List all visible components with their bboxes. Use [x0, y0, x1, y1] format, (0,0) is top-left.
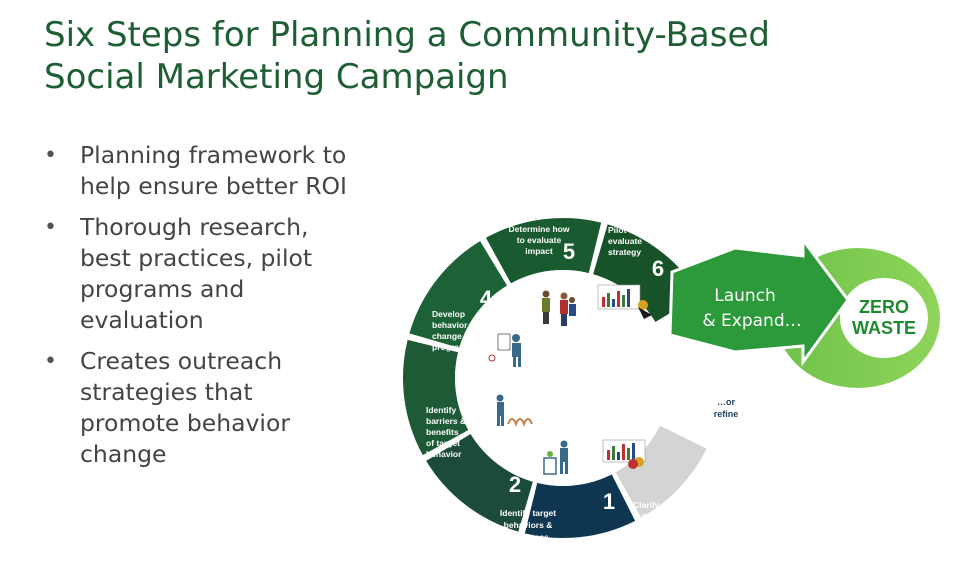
step-label-4: Develop — [432, 309, 465, 319]
step-label-5: to evaluate — [517, 235, 562, 245]
step-label-1: outcome(s) — [633, 511, 679, 521]
step-number-1: 1 — [603, 489, 615, 514]
bar-chart-icon — [597, 284, 652, 319]
refine-label: …or — [717, 397, 735, 407]
ring-center — [455, 270, 671, 486]
page-title: Six Steps for Planning a Community-Based… — [44, 14, 904, 98]
step-label-6: Pilot & — [608, 225, 635, 235]
step-label-5: impact — [525, 246, 553, 256]
bullet-dot: • — [44, 215, 57, 240]
bullet-line: promote behavior — [80, 409, 290, 437]
step-number-5: 5 — [563, 239, 575, 264]
zero-waste-label-line-2: WASTE — [852, 318, 916, 338]
step-label-3: of target — [426, 438, 460, 448]
bullet-dot: • — [44, 349, 57, 374]
step-label-6: evaluate — [608, 236, 642, 246]
bullet-line: help ensure better ROI — [80, 172, 347, 200]
bullet-item: • Thorough research, best practices, pil… — [42, 212, 402, 336]
bullet-line: best practices, pilot — [80, 244, 313, 272]
step-number-4: 4 — [480, 286, 493, 311]
refine-label: refine — [714, 409, 739, 419]
refine-segment — [615, 425, 707, 518]
step-label-4: change — [432, 331, 462, 341]
step-label-3: behavior — [426, 449, 462, 459]
step-segment-1 — [524, 474, 636, 538]
bullet-dot: • — [44, 143, 57, 168]
title-line-1: Six Steps for Planning a Community-Based — [44, 15, 770, 55]
step-segment-5 — [485, 218, 602, 284]
person-icon — [543, 440, 568, 475]
launch-label-line-2: & Expand… — [702, 311, 801, 331]
bullet-line: programs and — [80, 275, 245, 303]
bullet-item: • Creates outreach strategies that promo… — [42, 346, 402, 470]
step-segment-2 — [426, 433, 533, 532]
step-label-5: Determine how — [509, 224, 570, 234]
step-label-4: program — [432, 342, 467, 352]
step-label-2: audiences — [507, 532, 549, 542]
step-label-2: behaviors & — [504, 520, 553, 530]
step-number-6: 6 — [652, 256, 664, 281]
title-line-2: Social Marketing Campaign — [44, 57, 509, 97]
zero-waste-label-line-1: ZERO — [859, 297, 909, 317]
bar-chart-icon — [602, 439, 646, 469]
step-label-2: Identify target — [500, 508, 556, 518]
step-number-3: 3 — [458, 380, 470, 405]
step-label-3: benefits — [426, 427, 459, 437]
launch-label-line-1: Launch — [714, 286, 776, 306]
bullet-line: Planning framework to — [80, 141, 347, 169]
bullet-line: strategies that — [80, 378, 253, 406]
step-segment-4 — [409, 241, 508, 348]
step-number-2: 2 — [509, 472, 521, 497]
bullet-line: Thorough research, — [80, 213, 309, 241]
bullet-item: • Planning framework to help ensure bett… — [42, 140, 402, 202]
step-segment-3 — [403, 339, 469, 456]
people-icon — [542, 290, 576, 326]
step-label-3: Identify — [426, 405, 456, 415]
bullet-list: • Planning framework to help ensure bett… — [42, 140, 402, 480]
zero-waste-circle — [840, 278, 928, 358]
person-icon — [496, 394, 533, 427]
step-label-1: Clarify desired — [633, 500, 692, 510]
bullet-line: Creates outreach — [80, 347, 283, 375]
step-label-4: behavior — [432, 320, 468, 330]
bullet-line: evaluation — [80, 306, 204, 334]
step-ring — [403, 218, 707, 538]
launch-arrow — [668, 235, 850, 367]
person-icon — [488, 333, 521, 367]
step-label-6: strategy — [608, 247, 641, 257]
step-label-3: barriers & — [426, 416, 466, 426]
bullet-line: change — [80, 440, 167, 468]
